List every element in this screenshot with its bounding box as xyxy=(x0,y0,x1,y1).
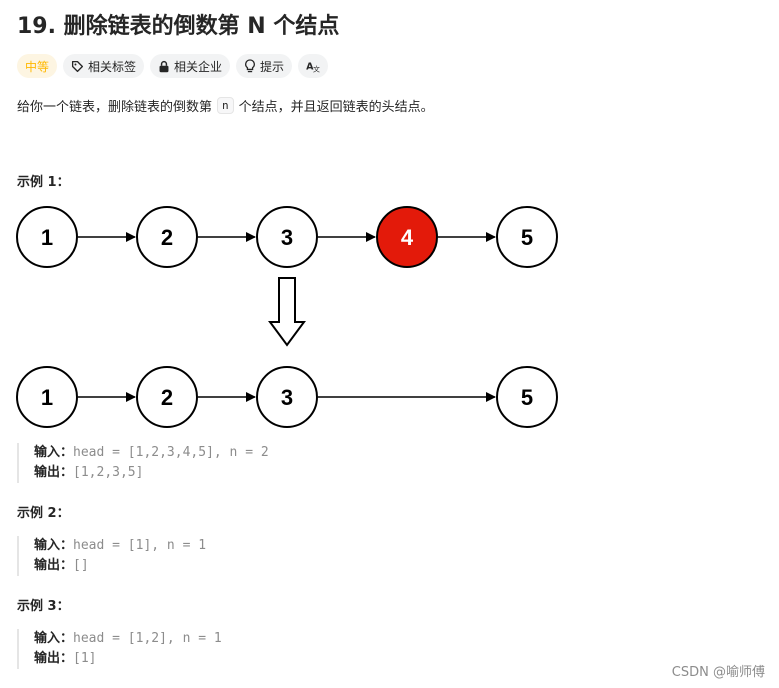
difficulty-badge: 中等 xyxy=(17,54,58,78)
description-text-before: 给你一个链表，删除链表的倒数第 xyxy=(17,100,213,115)
watermark: CSDN @喻师傅 xyxy=(671,665,765,680)
example-input: 输入：head = [1,2,3,4,5], n = 2 xyxy=(34,445,269,460)
example-1-label: 示例 1： xyxy=(17,175,70,190)
example-output: 输出：[1] xyxy=(34,651,97,666)
example-2-label: 示例 2： xyxy=(17,506,70,521)
list-node: 1 xyxy=(16,366,78,428)
linked-list-diagram: 1 2 3 4 5 1 2 3 5 xyxy=(16,206,558,428)
related-tags-label: 相关标签 xyxy=(88,59,137,74)
node-value: 1 xyxy=(41,225,53,250)
difficulty-label: 中等 xyxy=(25,59,50,74)
list-node: 2 xyxy=(136,366,198,428)
svg-text:文: 文 xyxy=(313,64,320,73)
list-node: 5 xyxy=(496,206,558,268)
related-companies-label: 相关企业 xyxy=(174,59,223,74)
down-arrow-icon xyxy=(268,277,306,347)
node-value: 4 xyxy=(401,225,414,250)
node-value: 1 xyxy=(41,385,53,410)
lightbulb-icon xyxy=(244,59,256,73)
node-value: 2 xyxy=(161,225,173,250)
example-3-label: 示例 3： xyxy=(17,599,70,614)
page-title: 19. 删除链表的倒数第 N 个结点 xyxy=(17,14,340,39)
problem-description: 给你一个链表，删除链表的倒数第 n 个结点，并且返回链表的头结点。 xyxy=(17,96,434,115)
tag-icon xyxy=(71,60,84,73)
hints-label: 提示 xyxy=(260,59,285,74)
removed-list-node: 4 xyxy=(376,206,438,268)
inline-code-n: n xyxy=(217,97,234,114)
node-value: 3 xyxy=(281,385,293,410)
list-node: 3 xyxy=(256,206,318,268)
list-node: 1 xyxy=(16,206,78,268)
hints-button[interactable]: 提示 xyxy=(236,54,293,78)
related-companies-button[interactable]: 相关企业 xyxy=(150,54,231,78)
list-node: 5 xyxy=(496,366,558,428)
lock-icon xyxy=(158,60,170,73)
example-output: 输出：[] xyxy=(34,558,89,573)
description-text-after: 个结点，并且返回链表的头结点。 xyxy=(238,100,434,115)
node-value: 2 xyxy=(161,385,173,410)
example-3-block: 输入：head = [1,2], n = 1 输出：[1] xyxy=(17,629,222,669)
related-tags-button[interactable]: 相关标签 xyxy=(63,54,145,78)
node-value: 5 xyxy=(521,225,533,250)
node-value: 3 xyxy=(281,225,293,250)
example-input: 输入：head = [1,2], n = 1 xyxy=(34,631,222,646)
example-input: 输入：head = [1], n = 1 xyxy=(34,538,207,553)
list-node: 3 xyxy=(256,366,318,428)
list-node: 2 xyxy=(136,206,198,268)
example-1-block: 输入：head = [1,2,3,4,5], n = 2 输出：[1,2,3,5… xyxy=(17,443,269,483)
example-output: 输出：[1,2,3,5] xyxy=(34,465,144,480)
svg-text:A: A xyxy=(306,61,314,72)
example-2-block: 输入：head = [1], n = 1 输出：[] xyxy=(17,536,206,576)
node-value: 5 xyxy=(521,385,533,410)
